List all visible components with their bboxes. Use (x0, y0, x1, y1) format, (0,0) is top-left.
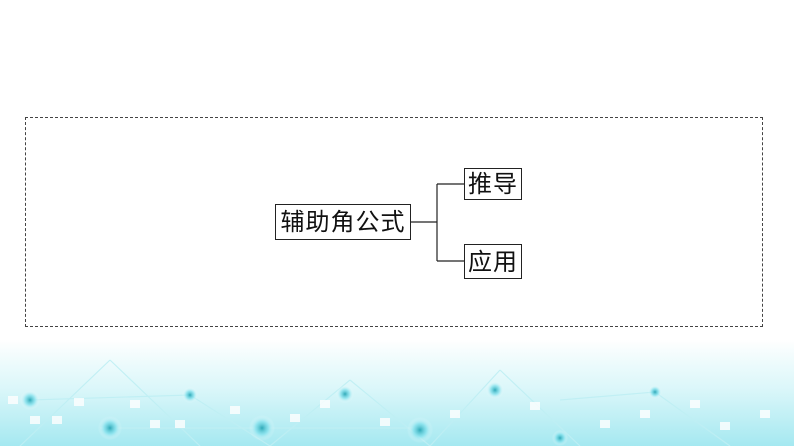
root-node: 辅助角公式 (275, 204, 411, 240)
decor-squares (8, 396, 770, 430)
dashed-frame (25, 117, 763, 327)
decor-glow-dots (20, 381, 662, 446)
child-node-application: 应用 (464, 244, 522, 279)
bottom-decoration (0, 340, 794, 446)
child-node-derivation: 推导 (464, 168, 522, 200)
